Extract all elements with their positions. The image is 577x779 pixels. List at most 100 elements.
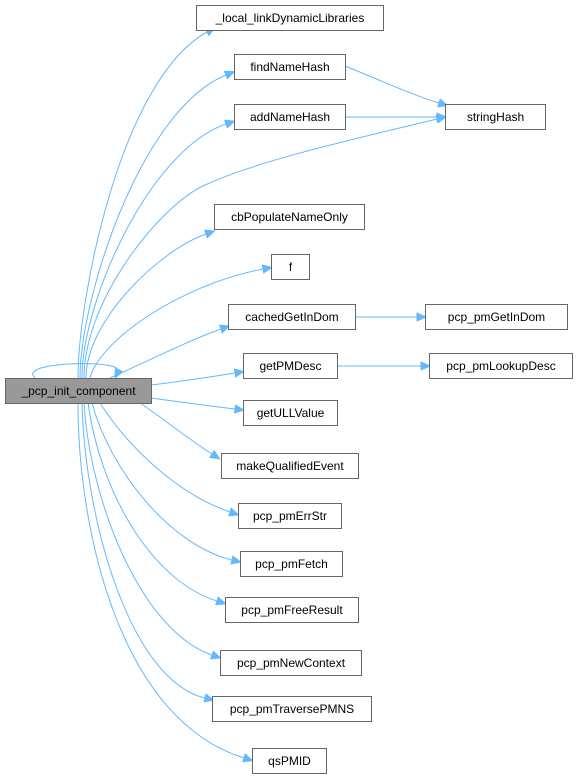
node-label: f (289, 260, 293, 274)
edge-getPMDesc-to-pcp_pmLookupDesc (337, 361, 432, 371)
node-label: cbPopulateNameOnly (231, 210, 348, 224)
node-pcp-pmErrStr[interactable]: pcp_pmErrStr (238, 503, 342, 529)
node-layer: _pcp_init_component _local_linkDynamicLib… (5, 5, 573, 774)
edge-pcp_init_component-to-getPMDesc (150, 368, 246, 386)
node-box (234, 54, 346, 80)
edge-pcp_init_component-to-findNameHash (79, 70, 236, 379)
edge-pcp_init_component-to-cbPopulateNameOnly (85, 229, 216, 379)
node-box (243, 400, 338, 426)
node-box (214, 204, 365, 230)
edge-pcp_init_component-to-pcp_pmFreeResult (87, 402, 227, 606)
arrowhead-icon (209, 449, 221, 460)
edge-findNameHash-to-stringHash (344, 65, 449, 108)
arrowhead-icon (416, 312, 428, 322)
node-cachedGetInDom[interactable]: cachedGetInDom (228, 304, 356, 330)
edge-pcp_init_component-to-stringHash (83, 114, 447, 379)
node-box (243, 353, 338, 379)
edge-pcp_init_component-to-cachedGetInDom (109, 324, 231, 379)
node-label: pcp_pmLookupDesc (446, 359, 555, 373)
edge-addNameHash-to-stringHash (345, 112, 448, 122)
node-box (5, 378, 152, 404)
edge-pcp_init_component-to-f (89, 264, 274, 379)
node-box (429, 353, 573, 379)
node-box (220, 650, 362, 676)
node-stringHash[interactable]: stringHash (445, 104, 546, 130)
arrowhead-icon (203, 229, 216, 239)
node-pcp-pmTraversePMNS[interactable]: pcp_pmTraversePMNS (212, 696, 372, 722)
arrowhead-icon (223, 70, 236, 80)
node-getULLValue[interactable]: getULLValue (243, 400, 338, 426)
node-label: _pcp_init_component (20, 384, 136, 398)
node-local-linkDynamicLibraries[interactable]: _local_linkDynamicLibraries (196, 5, 384, 31)
edge-line (150, 372, 236, 386)
node-box (445, 104, 546, 130)
node-box (238, 503, 342, 529)
arrowhead-icon (209, 650, 222, 660)
node-box (228, 304, 356, 330)
node-box (234, 104, 346, 130)
node-label: pcp_pmNewContext (237, 656, 346, 670)
node-qsPMID[interactable]: qsPMID (252, 748, 327, 774)
arrowhead-icon (215, 596, 227, 606)
node-label: getULLValue (257, 406, 325, 420)
edge-pcp_init_component-to-pcp_pmNewContext (83, 402, 222, 660)
edge-line (83, 402, 213, 656)
node-addNameHash[interactable]: addNameHash (234, 104, 346, 130)
node-label: qsPMID (268, 754, 311, 768)
node-pcp-pmFetch[interactable]: pcp_pmFetch (240, 551, 343, 577)
edge-pcp_init_component-to-pcp_pmFetch (91, 402, 242, 565)
edge-line (77, 402, 245, 759)
edge-pcp_init_component-to-addNameHash (81, 119, 236, 379)
node-box (425, 304, 568, 330)
edge-line (150, 397, 236, 410)
edge-line (81, 123, 227, 379)
arrowhead-icon (436, 112, 448, 122)
edge-line (344, 65, 440, 104)
node-label: pcp_pmTraversePMNS (230, 702, 354, 716)
arrowhead-icon (242, 753, 254, 763)
node-findNameHash[interactable]: findNameHash (234, 54, 346, 80)
arrowhead-icon (227, 507, 240, 517)
edge-line (139, 402, 213, 455)
arrowhead-icon (230, 555, 242, 565)
node-label: _local_linkDynamicLibraries (215, 11, 365, 25)
edge-pcp_init_component-to-pcp_init_component (32, 363, 124, 380)
edge-pcp_init_component-to-getULLValue (150, 397, 246, 414)
edge-line (109, 328, 222, 379)
node-pcp-pmLookupDesc[interactable]: pcp_pmLookupDesc (429, 353, 573, 379)
edge-cachedGetInDom-to-pcp_pmGetInDom (355, 312, 428, 322)
edge-line (87, 402, 218, 602)
node-getPMDesc[interactable]: getPMDesc (243, 353, 338, 379)
node-label: makeQualifiedEvent (236, 459, 344, 473)
node-pcp-pmFreeResult[interactable]: pcp_pmFreeResult (225, 597, 359, 623)
node-box (221, 453, 359, 479)
arrowhead-icon (261, 264, 274, 274)
arrowhead-icon (114, 367, 124, 380)
node-cbPopulateNameOnly[interactable]: cbPopulateNameOnly (214, 204, 365, 230)
node-box (225, 597, 359, 623)
node-pcp-init-component[interactable]: _pcp_init_component (5, 378, 152, 404)
edge-line (91, 402, 233, 561)
edge-line (79, 74, 227, 379)
arrowhead-icon (203, 693, 215, 703)
arrowhead-icon (223, 119, 236, 129)
edge-pcp_init_component-to-qsPMID (77, 402, 254, 763)
node-pcp-pmGetInDom[interactable]: pcp_pmGetInDom (425, 304, 568, 330)
edge-pcp_init_component-to-makeQualifiedEvent (139, 402, 221, 460)
node-label: addNameHash (250, 110, 330, 124)
node-label: pcp_pmFreeResult (241, 603, 343, 617)
node-label: findNameHash (250, 60, 329, 74)
edge-pcp_init_component-to-pcp_pmTraversePMNS (81, 402, 215, 703)
arrowhead-icon (233, 368, 246, 378)
edge-line (77, 31, 208, 379)
node-pcp-pmNewContext[interactable]: pcp_pmNewContext (220, 650, 362, 676)
node-f[interactable]: f (271, 254, 310, 280)
arrowhead-icon (218, 324, 231, 334)
node-label: stringHash (467, 110, 524, 124)
arrowhead-icon (420, 361, 432, 371)
node-label: cachedGetInDom (245, 310, 338, 324)
node-makeQualifiedEvent[interactable]: makeQualifiedEvent (221, 453, 359, 479)
node-label: getPMDesc (259, 359, 321, 373)
edge-line (81, 402, 206, 699)
